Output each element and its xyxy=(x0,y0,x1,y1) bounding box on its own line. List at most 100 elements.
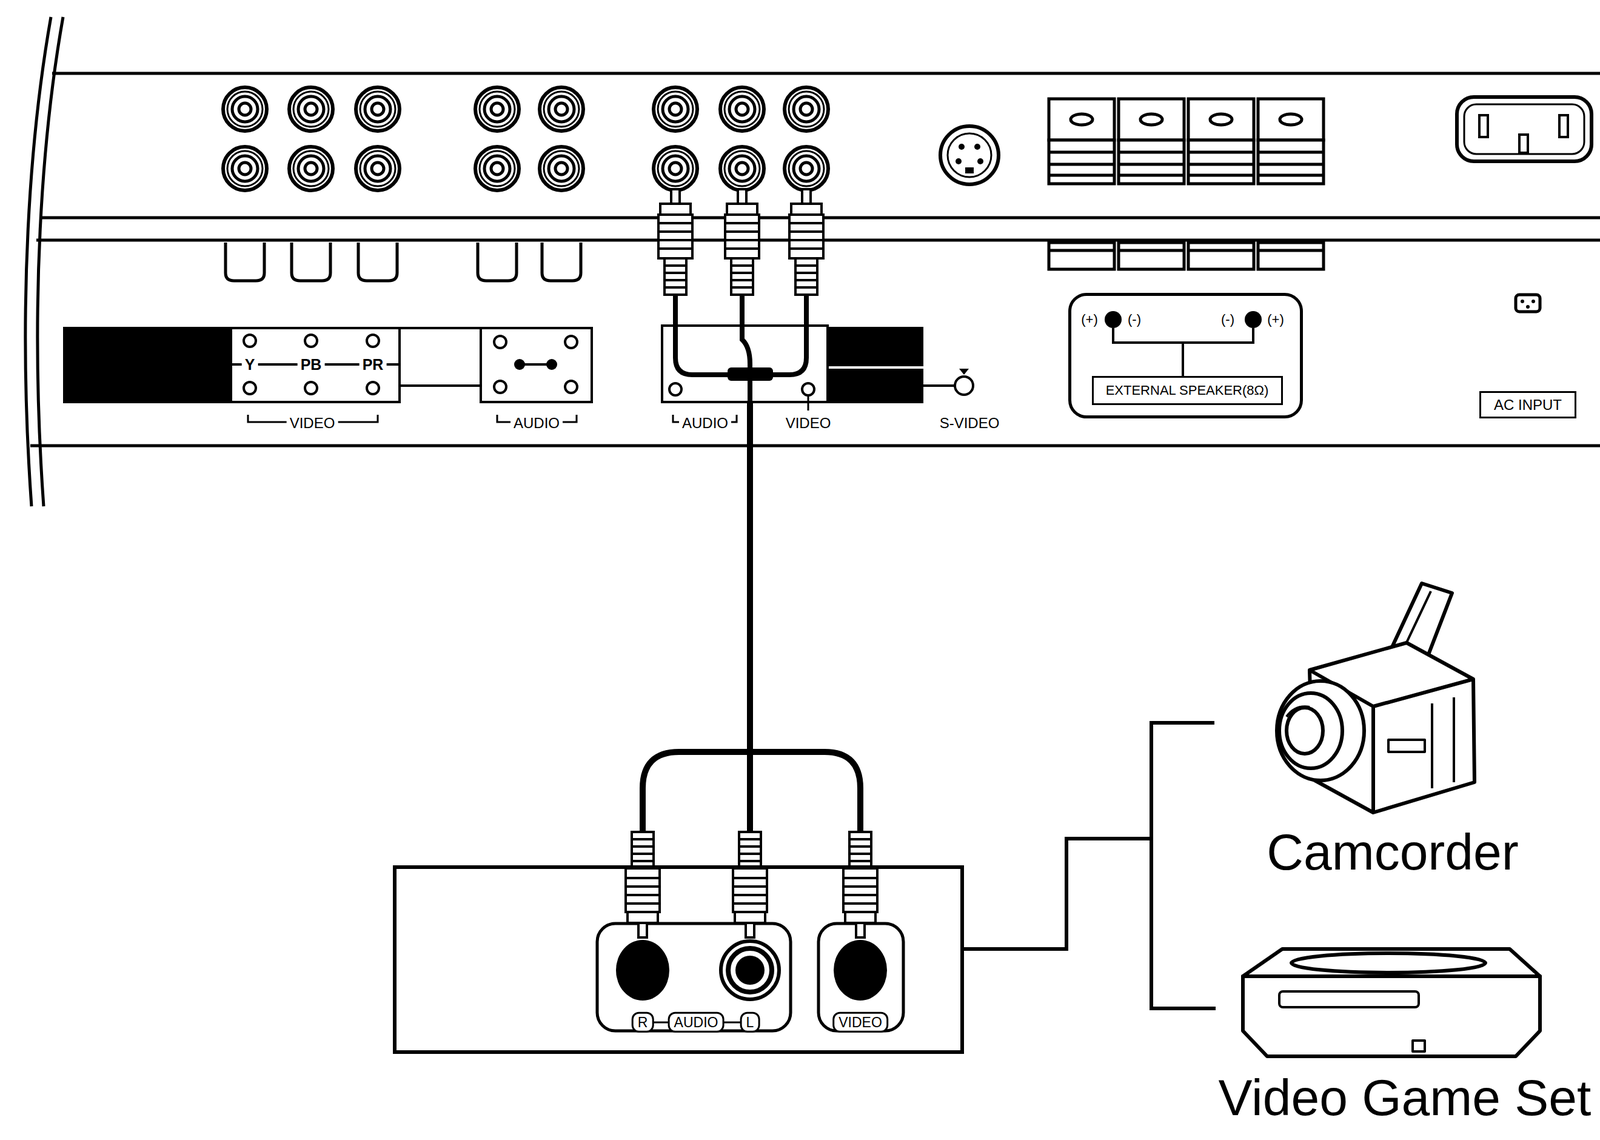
terminal-name: AC INPUT xyxy=(1493,396,1562,414)
speaker-terminal-marks xyxy=(1244,311,1262,329)
speaker-terminals xyxy=(1188,242,1254,270)
label-strip xyxy=(63,326,230,404)
speaker-label-box: EXTERNAL SPEAKER(8Ω) xyxy=(1091,375,1283,406)
jack-cups xyxy=(358,242,398,281)
device-name: Camcorder xyxy=(1266,822,1519,882)
polarity-sign: (-) xyxy=(1127,311,1142,327)
source-jacks xyxy=(728,948,772,992)
jack-cups xyxy=(542,242,581,281)
camcorder-drawing xyxy=(1286,707,1323,754)
source-output-panel: RAUDIOLVIDEO xyxy=(392,865,965,1054)
plug-set xyxy=(625,189,878,938)
game-console-drawing xyxy=(1242,976,1540,1057)
speaker-terminals xyxy=(1070,113,1093,125)
camcorder: Camcorder xyxy=(1214,569,1579,886)
s-video-jack xyxy=(958,143,965,150)
label-strip xyxy=(63,326,974,422)
ac-socket xyxy=(1464,104,1585,154)
label-strip xyxy=(229,363,552,366)
camcorder-drawing xyxy=(1432,697,1454,789)
speaker-terminals xyxy=(1118,140,1185,184)
jack-row xyxy=(539,146,584,191)
polarity-sign: (+) xyxy=(1267,311,1285,327)
ac-socket xyxy=(1519,134,1528,153)
jack-row xyxy=(475,87,519,131)
label-strip xyxy=(304,334,318,347)
label-strip xyxy=(959,368,969,375)
plug-set xyxy=(733,831,767,938)
label-strip xyxy=(954,376,974,395)
group-label: VIDEO xyxy=(782,414,835,432)
speaker-terminals xyxy=(1210,113,1232,125)
source-jacks xyxy=(720,940,780,1000)
label-strip xyxy=(304,381,318,395)
speaker-terminals xyxy=(1118,249,1185,253)
game-console-drawing xyxy=(1412,1040,1425,1052)
ac-socket xyxy=(1515,294,1540,312)
av-cable xyxy=(746,403,754,866)
plug-set xyxy=(658,189,693,295)
plug-set xyxy=(625,831,660,938)
speaker-terminal-marks xyxy=(1113,328,1254,376)
camcorder-drawing xyxy=(1404,591,1431,648)
game-console-drawing xyxy=(1279,991,1419,1008)
jack-row xyxy=(223,87,829,191)
label-strip xyxy=(243,334,256,347)
s-video-jack xyxy=(940,126,999,185)
jack-label: AUDIO xyxy=(668,1011,725,1033)
label-strip xyxy=(494,335,507,349)
speaker-terminals xyxy=(1258,152,1324,176)
source-jacks xyxy=(833,939,888,1001)
s-video-jack xyxy=(977,158,984,165)
group-label: VIDEO xyxy=(286,414,339,432)
game-console-drawing xyxy=(1242,948,1540,1057)
speaker-terminals xyxy=(1140,113,1163,125)
jack-row xyxy=(539,87,584,131)
camcorder-drawing xyxy=(1276,583,1475,813)
jack-row xyxy=(289,146,333,191)
jack-row xyxy=(784,87,829,131)
ac-socket xyxy=(1531,299,1536,304)
ac-socket xyxy=(1456,97,1592,312)
speaker-terminals xyxy=(1048,98,1324,270)
component-video-input: YPBPRVIDEO xyxy=(229,326,401,404)
speaker-terminals xyxy=(1048,249,1115,253)
polarity-sign: (-) xyxy=(1221,311,1235,327)
camcorder-drawing xyxy=(1276,680,1365,781)
label-strip xyxy=(565,380,578,393)
jack-cups xyxy=(225,242,265,281)
s-video-jack xyxy=(947,133,992,178)
plug-set xyxy=(733,831,767,938)
camcorder-drawing xyxy=(1279,692,1343,769)
polarity-sign: (+) xyxy=(1081,311,1098,327)
ac-socket xyxy=(1520,299,1525,304)
av-input-jacks: AUDIOVIDEO xyxy=(660,324,829,404)
speaker-terminals xyxy=(1048,152,1115,176)
label-strip xyxy=(494,380,507,393)
plug-set xyxy=(725,189,760,295)
cable-splitter xyxy=(727,367,774,381)
plug-set xyxy=(843,831,878,938)
jack-row xyxy=(355,146,400,191)
jack-cups xyxy=(225,242,581,281)
s-video-jack xyxy=(955,158,962,165)
port-label: S-VIDEO xyxy=(939,414,1000,432)
speaker-terminals xyxy=(1188,249,1254,253)
label-strip xyxy=(243,381,256,395)
speaker-terminals xyxy=(1188,98,1254,141)
label-strip xyxy=(828,366,924,369)
jack-row xyxy=(653,146,698,191)
camcorder-drawing xyxy=(1388,739,1425,752)
label-strip xyxy=(828,326,924,404)
speaker-terminals xyxy=(1258,242,1324,270)
panel-outline xyxy=(30,73,1600,446)
speaker-terminal-marks xyxy=(1104,311,1122,329)
label-strip xyxy=(366,334,379,347)
jack-row xyxy=(223,146,267,191)
speaker-terminals xyxy=(1048,242,1115,270)
jack-label: VIDEO xyxy=(832,1011,889,1033)
group-label: AUDIO xyxy=(679,414,732,432)
